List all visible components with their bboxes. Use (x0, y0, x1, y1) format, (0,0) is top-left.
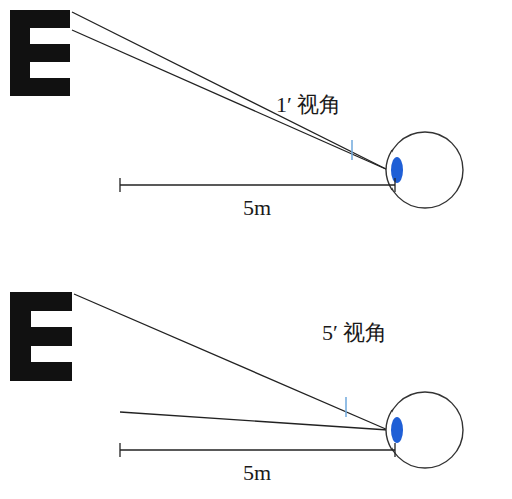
sight-lines (72, 12, 388, 170)
eye-symbol (386, 392, 463, 468)
dimension-line (120, 443, 395, 457)
angle-label: 1′ 视角 (276, 92, 341, 118)
dimension-line (120, 178, 395, 192)
sight-lines (74, 294, 388, 430)
dimension-label: 5m (243, 195, 271, 221)
eye-symbol (386, 132, 463, 208)
optotype-e (10, 10, 70, 96)
angle-label: 5′ 视角 (322, 320, 387, 346)
optotype-e (10, 292, 72, 381)
dimension-label: 5m (243, 460, 271, 486)
